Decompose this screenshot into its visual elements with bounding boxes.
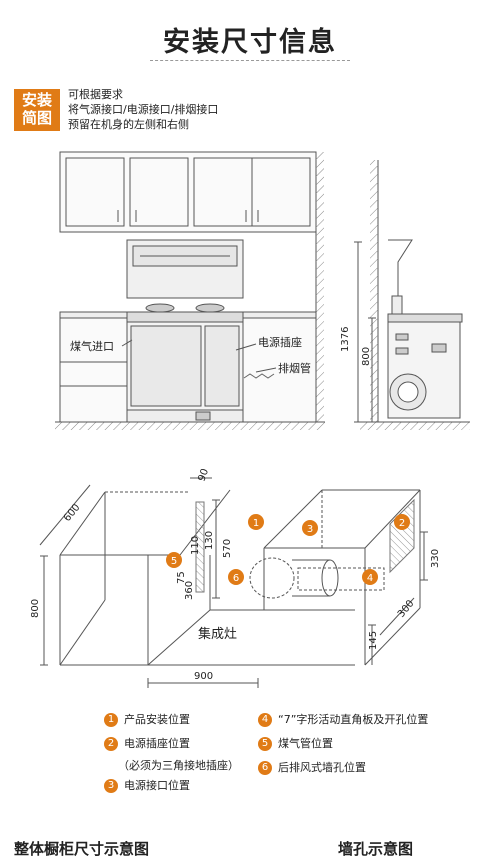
right-base-cabinet bbox=[242, 317, 317, 423]
note-line-1: 可根据要求 bbox=[68, 88, 123, 101]
badge-line-1: 安装 bbox=[21, 91, 52, 109]
page-title: 安装尺寸信息 bbox=[163, 27, 337, 58]
side-view bbox=[354, 160, 470, 430]
legend-text-4: “7”字形活动直角板及开孔位置 bbox=[278, 713, 429, 726]
legend-text-5: 煤气管位置 bbox=[278, 737, 333, 750]
legend-item-5: 5 煤气管位置 bbox=[258, 736, 333, 752]
marker-2-label: 2 bbox=[399, 518, 405, 529]
caption-wall-hole-diagram: 墙孔示意图 bbox=[338, 840, 414, 858]
dim-width: 900 bbox=[194, 671, 213, 682]
legend-item-6: 6 后排风式墙孔位置 bbox=[258, 760, 366, 776]
marker-6-label: 6 bbox=[233, 573, 239, 584]
dim-90: 90 bbox=[196, 467, 211, 483]
caption-cabinet-diagram: 整体橱柜尺寸示意图 bbox=[14, 840, 150, 858]
left-base-cabinet bbox=[59, 317, 128, 423]
note-line-3: 预留在机身的左侧和右侧 bbox=[68, 118, 189, 131]
legend-number-4: 4 bbox=[258, 713, 272, 727]
gas-inlet-label: 煤气进口 bbox=[70, 339, 114, 353]
dim-145: 145 bbox=[368, 631, 379, 650]
legend-text-2: 电源插座位置 bbox=[124, 737, 190, 750]
legend-text-2-note: （必须为三角接地插座） bbox=[118, 759, 239, 772]
marker-2: 2 bbox=[394, 514, 410, 530]
power-socket-label: 电源插座 bbox=[258, 335, 302, 349]
exhaust-pipe-zigzag bbox=[243, 373, 275, 379]
legend-item-3: 3 电源接口位置 bbox=[104, 778, 190, 794]
upper-cabinet-door bbox=[129, 157, 189, 227]
marker-6: 6 bbox=[228, 569, 244, 585]
legend-number-1: 1 bbox=[104, 713, 118, 727]
upper-cabinet-door bbox=[251, 157, 311, 227]
title-divider bbox=[150, 60, 350, 63]
dim-130: 130 bbox=[204, 531, 215, 550]
dim-110: 110 bbox=[190, 536, 201, 555]
dim-360: 360 bbox=[184, 581, 195, 600]
legend-number-5: 5 bbox=[258, 737, 272, 751]
kitchen-elevation bbox=[55, 151, 325, 430]
dim-300: 300 bbox=[396, 598, 417, 620]
dim-570: 570 bbox=[222, 539, 233, 558]
legend-number-6: 6 bbox=[258, 761, 272, 775]
marker-3-label: 3 bbox=[307, 524, 313, 535]
legend-item-2: 2 电源插座位置 bbox=[104, 736, 190, 752]
legend-number-3: 3 bbox=[104, 779, 118, 793]
dim-depth: 600 bbox=[62, 502, 83, 524]
cabinet-box bbox=[39, 477, 355, 688]
cooktop bbox=[126, 311, 244, 323]
dim-330: 330 bbox=[430, 549, 441, 568]
exhaust-pipe-label: 排烟管 bbox=[278, 361, 311, 375]
marker-4: 4 bbox=[362, 569, 378, 585]
marker-5-label: 5 bbox=[171, 556, 177, 567]
dim-height: 800 bbox=[30, 599, 41, 618]
legend-item-2-note: （必须为三角接地插座） bbox=[118, 758, 239, 774]
marker-1: 1 bbox=[248, 514, 264, 530]
note-line-2: 将气源接口/电源接口/排烟接口 bbox=[68, 103, 219, 116]
upper-cabinet-door bbox=[65, 157, 125, 227]
legend-number-2: 2 bbox=[104, 737, 118, 751]
stove-label: 集成灶 bbox=[198, 626, 237, 642]
dim-75: 75 bbox=[176, 571, 187, 584]
marker-4-label: 4 bbox=[367, 573, 373, 584]
legend-text-6: 后排风式墙孔位置 bbox=[278, 761, 366, 774]
marker-5: 5 bbox=[166, 552, 182, 568]
badge-line-2: 简图 bbox=[21, 109, 52, 127]
install-diagram-badge: 安装 简图 bbox=[14, 89, 60, 131]
marker-3: 3 bbox=[302, 520, 318, 536]
dim-total-height: 1376 bbox=[340, 327, 351, 352]
legend-item-4: 4 “7”字形活动直角板及开孔位置 bbox=[258, 712, 428, 728]
install-note: 可根据要求 将气源接口/电源接口/排烟接口 预留在机身的左侧和右侧 bbox=[68, 87, 218, 132]
legend-text-1: 产品安装位置 bbox=[124, 713, 190, 726]
legend-text-3: 电源接口位置 bbox=[124, 779, 190, 792]
dim-counter-height: 800 bbox=[361, 347, 372, 366]
legend-item-1: 1 产品安装位置 bbox=[104, 712, 190, 728]
marker-1-label: 1 bbox=[253, 518, 259, 529]
